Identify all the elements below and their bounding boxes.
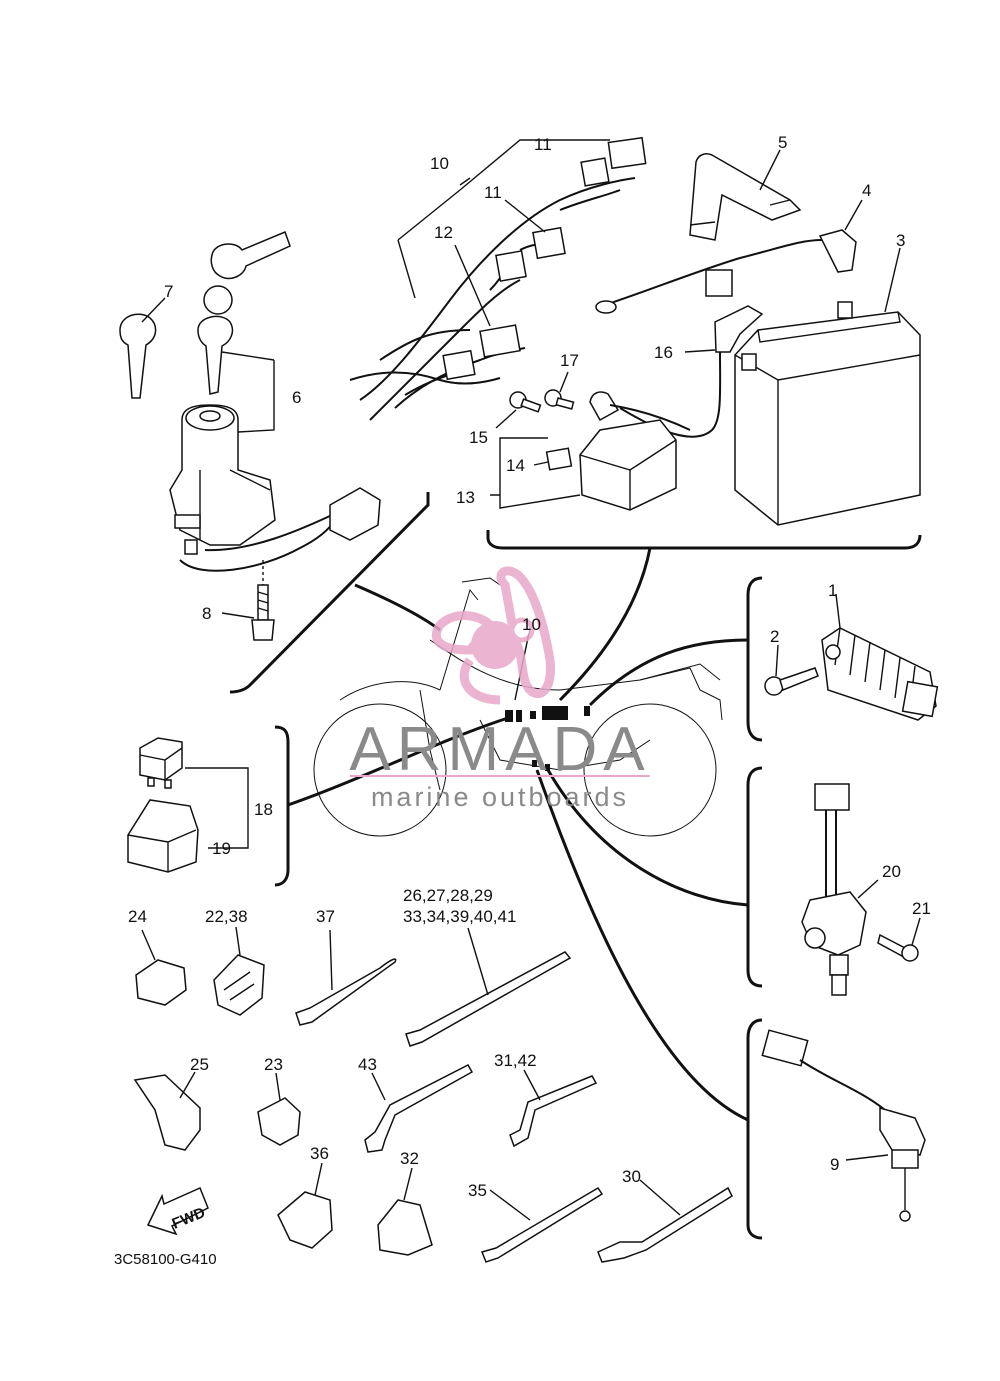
part-label-23: 23 [264,1055,283,1074]
part-label-36: 36 [310,1144,329,1163]
brand-tagline: marine outboards [371,782,629,812]
part-label-37: 37 [316,907,335,926]
neutral-switch-assembly [801,783,919,996]
battery-assembly [595,153,921,526]
part-label-15: 15 [469,428,488,447]
propeller-logo-icon [431,566,555,705]
part-label-8: 8 [202,604,211,623]
wire-harness [349,136,647,421]
part-label-25: 25 [190,1055,209,1074]
part-label-32: 32 [400,1149,419,1168]
part-label-11: 11 [484,183,502,202]
leader-lines [141,149,921,1221]
part-label-26-29: 26,27,28,29 [403,886,493,905]
part-label-30: 30 [622,1167,641,1186]
part-label-10-center: 10 [522,615,541,634]
callout-lines [229,492,922,1240]
part-label-31-42: 31,42 [494,1051,537,1070]
part-label-43: 43 [358,1055,377,1074]
part-label-7: 7 [164,282,173,301]
drawing-code: 3C58100-G410 [114,1251,217,1268]
part-label-3: 3 [896,231,905,250]
part-label-6: 6 [292,388,301,407]
relay-assembly [127,737,249,873]
rectifier-assembly [764,627,939,721]
part-label-24: 24 [128,907,147,926]
main-switch-assembly [119,231,381,641]
part-labels: 1 2 3 4 5 6 7 8 9 10 10 11 11 12 13 14 1… [128,133,931,1200]
part-label-10-top: 10 [430,154,449,173]
sensor-assembly [761,1029,926,1222]
part-label-12: 12 [434,223,453,242]
part-label-35: 35 [468,1181,487,1200]
part-label-22-38: 22,38 [205,907,248,926]
part-label-17: 17 [560,351,579,370]
clamps-and-ties: FWD [133,951,733,1263]
part-label-4: 4 [862,181,871,200]
part-label-21: 21 [912,899,931,918]
part-label-13: 13 [456,488,475,507]
part-label-2: 2 [770,627,779,646]
starter-relay-assembly [509,389,691,511]
part-label-18: 18 [254,800,273,819]
part-label-11-top: 11 [534,135,552,154]
brand-name: ARMADA [349,715,650,784]
part-label-5: 5 [778,133,787,152]
motorcycle-silhouette [313,577,723,837]
part-label-1: 1 [828,581,837,600]
part-label-9: 9 [830,1155,839,1174]
armada-watermark: ARMADA marine outboards [349,566,650,812]
part-label-16: 16 [654,343,673,362]
part-label-33-41: 33,34,39,40,41 [403,907,516,926]
part-label-19: 19 [212,839,231,858]
part-label-20: 20 [882,862,901,881]
part-label-14: 14 [506,456,525,475]
